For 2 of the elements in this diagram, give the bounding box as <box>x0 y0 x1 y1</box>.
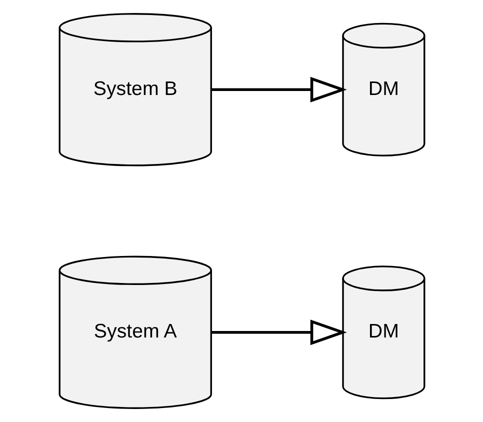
arrow <box>211 320 346 346</box>
arrow <box>211 76 346 102</box>
